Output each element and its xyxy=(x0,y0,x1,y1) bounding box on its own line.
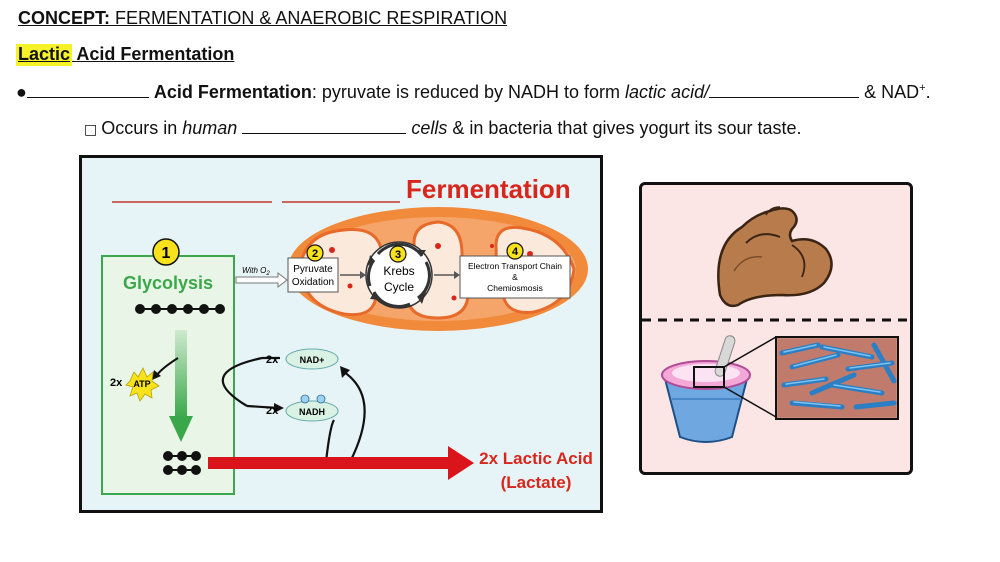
product-label-2: (Lactate) xyxy=(501,473,572,492)
concept-label: CONCEPT: xyxy=(18,8,111,28)
with-o2-arrow xyxy=(235,271,288,289)
zoom-line-top xyxy=(723,336,777,368)
note2-end: & in bacteria that gives yogurt its sour… xyxy=(452,118,802,138)
step1-badge xyxy=(152,238,180,266)
subheading-highlight: Lactic xyxy=(16,44,73,66)
step4-label-1: Electron Transport Chain xyxy=(468,261,562,271)
checkbox-icon: □ xyxy=(84,122,98,138)
atp-label: ATP xyxy=(133,379,150,389)
diagram-title: Fermentation xyxy=(406,174,571,204)
nadh-multiplier: 2x xyxy=(266,405,279,417)
step4-label-2: & xyxy=(512,272,518,282)
step2-label-1: Pyruvate xyxy=(293,264,333,275)
fermentation-diagram-panel: Fermentation Pyruvate Oxidation 2 xyxy=(79,155,603,513)
nad-curve-arrow xyxy=(221,356,263,407)
nad-multiplier: 2x xyxy=(266,354,279,366)
electron-icon xyxy=(300,394,310,404)
fill-blank-2[interactable] xyxy=(709,83,860,98)
step1-number: 1 xyxy=(162,245,171,262)
step2-badge xyxy=(306,244,324,262)
step4-box xyxy=(459,255,571,299)
atp-multiplier: 2x xyxy=(110,377,123,389)
term-label: Acid Fermentation xyxy=(153,82,312,102)
glycolysis-down-arrow xyxy=(169,330,193,442)
atp-burst-icon xyxy=(125,367,160,402)
nadh-label: NADH xyxy=(299,407,325,417)
note-line-2: □Occurs in human cells & in bacteria tha… xyxy=(84,118,802,139)
step2-box xyxy=(287,257,339,293)
glycolysis-label: Glycolysis xyxy=(123,273,213,293)
step2-label-2: Oxidation xyxy=(292,277,334,288)
step3-badge xyxy=(389,245,407,263)
concept-heading: CONCEPT: FERMENTATION & ANAEROBIC RESPIR… xyxy=(18,8,507,29)
note-text: : pyruvate is reduced by NADH to form xyxy=(311,82,626,102)
examples-illustration xyxy=(642,206,910,443)
step3-label-2: Cycle xyxy=(384,280,414,294)
subheading-rest: Acid Fermentation xyxy=(76,44,235,64)
nad-pill xyxy=(285,348,339,370)
note-period: . xyxy=(925,82,931,102)
step2-number: 2 xyxy=(312,248,318,260)
zoom-box xyxy=(693,366,725,388)
note-italic: lactic acid/ xyxy=(625,82,710,102)
product-label-1: 2x Lactic Acid xyxy=(479,449,593,468)
note2-italic-2: cells xyxy=(411,118,448,138)
examples-panel xyxy=(639,182,913,475)
note-line-1: ● Acid Fermentation: pyruvate is reduced… xyxy=(16,82,931,103)
fill-blank-3[interactable] xyxy=(242,119,407,134)
note2-italic: human xyxy=(182,118,238,138)
fermentation-diagram: Fermentation Pyruvate Oxidation 2 xyxy=(101,174,593,495)
step4-label-3: Chemiosmosis xyxy=(487,283,543,293)
nad-label: NAD+ xyxy=(300,355,325,365)
step3-number: 3 xyxy=(395,249,401,261)
electron-icon xyxy=(316,394,326,404)
concept-title: FERMENTATION & ANAEROBIC RESPIRATION xyxy=(115,8,508,28)
bullet-icon: ● xyxy=(16,82,27,102)
nadh-pill xyxy=(285,400,339,422)
step4-badge xyxy=(506,242,524,260)
note-superscript: + xyxy=(919,82,926,94)
nad-regeneration-arrow xyxy=(324,371,366,463)
fill-blank-1[interactable] xyxy=(26,83,149,98)
krebs-cycle-icon xyxy=(365,241,433,309)
flexed-bicep-icon xyxy=(717,206,833,308)
step3-label-1: Krebs xyxy=(383,264,414,278)
yogurt-cup-icon xyxy=(661,335,751,443)
lactic-acid-arrow xyxy=(208,457,452,469)
pyruvate-molecules-icon xyxy=(163,451,201,475)
note-end: & NAD xyxy=(864,82,920,102)
step4-number: 4 xyxy=(512,246,519,258)
with-o2-label: With O2 xyxy=(242,266,270,277)
zoom-line-bottom xyxy=(723,386,777,418)
glucose-molecule-icon xyxy=(135,304,225,314)
bacteria-micrograph-icon xyxy=(775,336,899,420)
note2-text: Occurs in xyxy=(101,118,183,138)
subheading: Lactic Acid Fermentation xyxy=(16,44,235,66)
